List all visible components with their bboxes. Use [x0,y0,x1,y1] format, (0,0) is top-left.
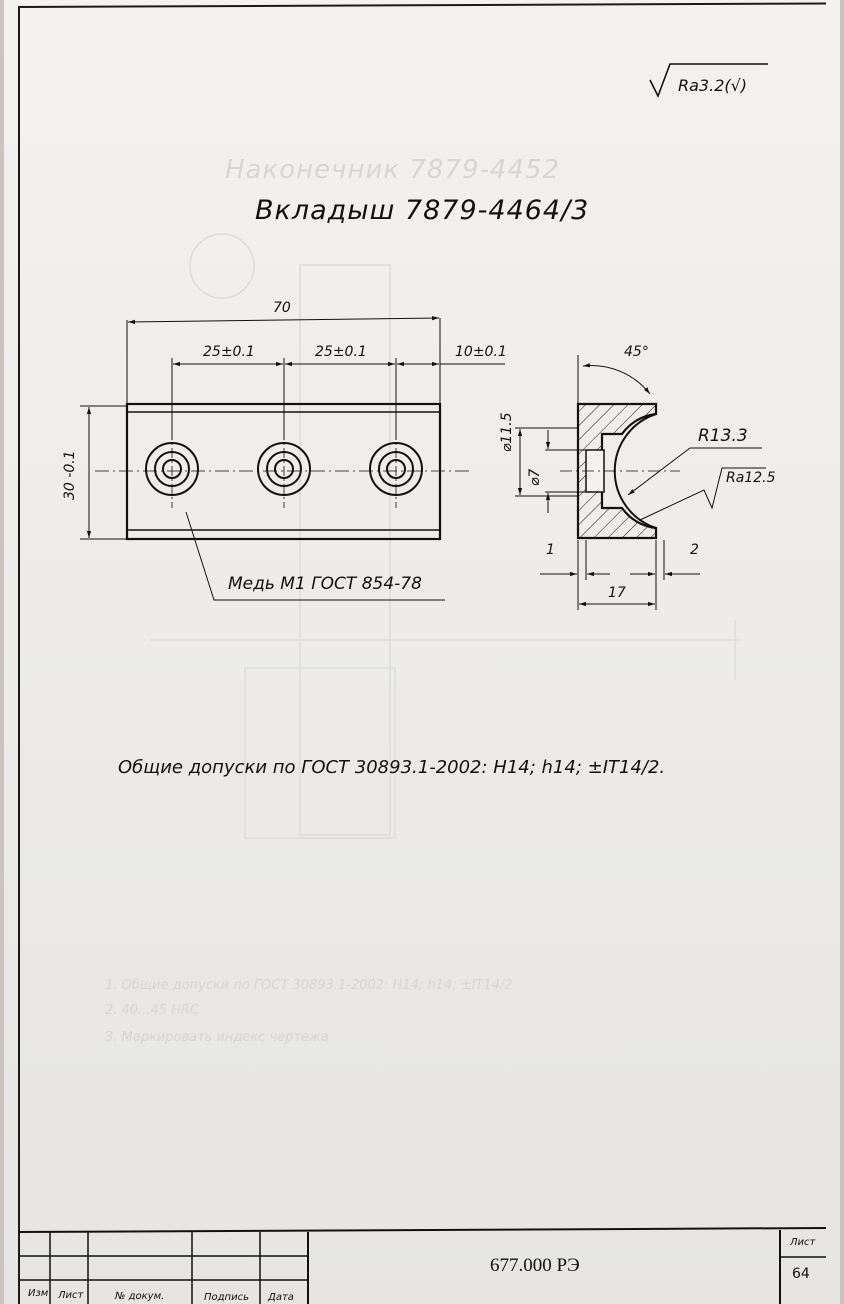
dim-hole-spacing-1: 25±0.1 [203,344,255,360]
dim-outer-diameter: ⌀11.5 [499,412,515,452]
ghost-title: Наконечник 7879-4452 [225,155,561,185]
sheet-label: Лист [790,1237,816,1248]
section-view [515,355,766,610]
ghost-note: 2. 40...45 HRC [105,1003,200,1018]
sheet-number: 64 [792,1266,810,1282]
dim-angle: 45° [624,344,649,360]
dim-step-right: 2 [690,542,699,558]
dim-step-left: 1 [546,542,555,558]
dim-height: 30 -0.1 [62,450,78,500]
column-label-signature: Подпись [204,1292,249,1303]
general-tolerances-note: Общие допуски по ГОСТ 30893.1-2002: H14;… [118,757,666,778]
ghost-note: 1. Общие допуски по ГОСТ 30893.1-2002: H… [105,978,513,993]
dim-edge-offset: 10±0.1 [455,344,507,360]
column-label-change: Изм [28,1288,49,1299]
material-callout: Медь М1 ГОСТ 854-78 [228,574,422,594]
column-label-date: Дата [268,1292,294,1303]
ghost-note: 3. Маркировать индекс чертежа [105,1030,329,1045]
dim-hole-spacing-2: 25±0.1 [315,344,367,360]
dimension-lines [80,315,505,601]
plate-front-view [95,402,470,541]
dim-overall-length: 70 [273,300,291,316]
column-label-sheet: Лист [58,1290,84,1301]
dim-radius: R13.3 [698,426,748,446]
local-roughness-label: Ra12.5 [726,470,776,486]
title-block-grid [17,1227,827,1304]
frame-border-left [18,8,20,1304]
part-title: Вкладыш 7879-4464/3 [255,195,590,226]
general-roughness-label: Ra3.2(√) [678,76,748,95]
dim-inner-diameter: ⌀7 [527,468,543,486]
column-label-doc-number: № докум. [115,1291,165,1302]
roughness-symbol [649,63,768,98]
dim-section-width: 17 [608,585,626,601]
drawing-sheet [4,0,840,1304]
ghost-drawing [150,233,740,839]
document-code: 677.000 РЭ [490,1255,580,1276]
